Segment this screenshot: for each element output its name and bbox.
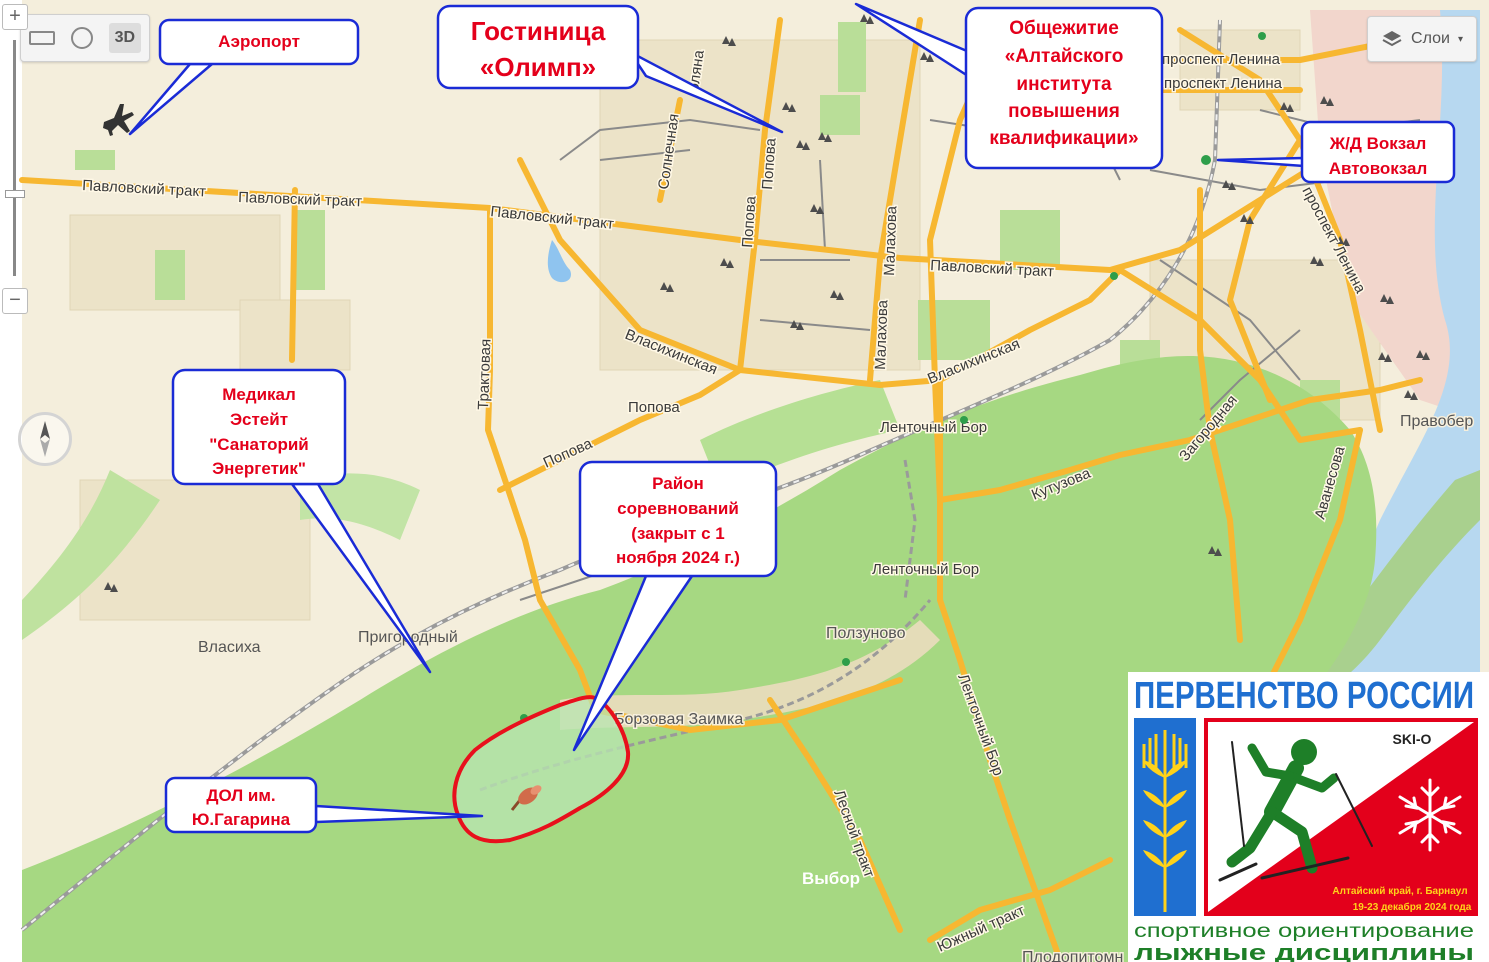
railway-station-icon (1201, 155, 1211, 165)
svg-text:Медикал: Медикал (222, 385, 296, 404)
road-label-popova: Попова (628, 399, 680, 416)
svg-text:Ж/Д Вокзал: Ж/Д Вокзал (1329, 134, 1427, 153)
svg-text:Автовокзал: Автовокзал (1329, 159, 1428, 178)
road-label-lentochny-bor: Ленточный Бор (872, 561, 979, 578)
road-label-malakhova: Малахова (881, 205, 900, 276)
place-label-borzovaya: Борзовая Заимка (614, 711, 743, 728)
road-label-lenina: проспект Ленина (1164, 75, 1283, 92)
map-toolbar: 3D (20, 14, 150, 62)
event-logo: ПЕРВЕНСТВО РОССИИ SKI-O (1128, 672, 1489, 962)
svg-text:института: института (1016, 74, 1112, 95)
logo-line-2: лыжные дисциплины (1134, 940, 1474, 962)
callout-medical[interactable]: Медикал Эстейт "Санаторий Энергетик" (171, 368, 347, 486)
svg-text:Гостиница: Гостиница (471, 16, 606, 46)
place-label-plodopitomnik: Плодопитомн (1022, 949, 1123, 962)
ruler-icon[interactable] (28, 31, 55, 45)
svg-text:Ю.Гагарина: Ю.Гагарина (192, 810, 291, 829)
svg-text:квалификации»: квалификации» (989, 128, 1138, 149)
city-parks (75, 22, 1340, 420)
callout-competition-area[interactable]: Район соревнований (закрыт с 1 ноября 20… (578, 460, 778, 578)
zoom-in-button[interactable]: + (2, 4, 28, 30)
svg-text:ДОЛ им.: ДОЛ им. (206, 786, 275, 805)
callout-camp[interactable]: ДОЛ им. Ю.Гагарина (164, 776, 318, 834)
3d-toggle-button[interactable]: 3D (108, 23, 142, 53)
zoom-control: + − (0, 0, 30, 318)
callout-station[interactable]: Ж/Д Вокзал Автовокзал (1300, 120, 1456, 184)
svg-text:Район: Район (652, 474, 704, 493)
snowflake-icon (1398, 778, 1462, 852)
compass-control[interactable] (18, 412, 72, 466)
road-label-popova: Попова (759, 137, 780, 190)
svg-text:"Санаторий: "Санаторий (209, 435, 309, 454)
svg-text:Эстейт: Эстейт (230, 410, 288, 429)
svg-text:«Алтайского: «Алтайского (1005, 46, 1124, 67)
road-label-malakhova: Малахова (872, 299, 891, 370)
airplane-icon (103, 104, 134, 136)
callout-airport[interactable]: Аэропорт (158, 18, 360, 66)
place-label-vlasikha: Власиха (198, 639, 261, 656)
logo-line-1: спортивное ориентирование (1134, 921, 1474, 942)
zoom-out-button[interactable]: − (2, 288, 28, 314)
layers-icon (1382, 31, 1402, 47)
station-icon (1110, 272, 1118, 280)
logo-title: ПЕРВЕНСТВО РОССИИ (1134, 675, 1474, 717)
svg-text:Аэропорт: Аэропорт (218, 32, 300, 51)
place-label-vybor: Выбор (802, 869, 860, 888)
clearing-borzovaya (560, 620, 940, 730)
svg-text:Энергетик": Энергетик" (212, 459, 306, 478)
logo-place: Алтайский край, г. Барнаул (1332, 886, 1467, 897)
tree-icons (104, 14, 1430, 592)
place-label-pravoberezhny: Правобер (1400, 413, 1473, 430)
zoom-slider-track[interactable] (13, 40, 16, 276)
logo-badge: SKI-O (1393, 731, 1432, 747)
layers-label: Слои (1411, 30, 1450, 47)
road-label-popova: Попова (739, 195, 760, 248)
river-island (1240, 470, 1480, 720)
svg-text:ноября 2024 г.): ноября 2024 г.) (616, 548, 740, 567)
city-center-area (1310, 10, 1480, 420)
major-roads (19, 17, 1423, 962)
station-icon (842, 658, 850, 666)
callout-dormitory[interactable]: Общежитие «Алтайского института повышени… (964, 6, 1164, 170)
callout-pointers (128, 2, 1306, 824)
skier-icon (1218, 739, 1373, 882)
place-label-polzunovo: Ползуново (826, 625, 906, 642)
svg-text:повышения: повышения (1008, 101, 1120, 122)
compass-needle-icon (40, 421, 50, 457)
road-label-traktovaya: Трактовая (475, 339, 494, 411)
camp-pushpin-icon (510, 785, 542, 811)
station-icon (960, 416, 968, 424)
callout-hotel[interactable]: Гостиница «Олимп» (436, 4, 640, 90)
svg-text:«Олимп»: «Олимп» (480, 52, 596, 82)
chevron-down-icon: ▾ (1457, 33, 1463, 45)
forest-patch-2 (22, 470, 160, 640)
left-frame (0, 0, 22, 962)
road-label-lenina: проспект Ленина (1162, 51, 1281, 68)
station-icon (1258, 32, 1266, 40)
pond (547, 240, 571, 283)
traffic-icon[interactable] (70, 27, 93, 49)
svg-text:соревнований: соревнований (617, 499, 739, 518)
svg-text:(закрыт с 1: (закрыт с 1 (631, 524, 724, 543)
svg-text:Общежитие: Общежитие (1009, 18, 1119, 39)
forest-patch-3 (300, 473, 420, 540)
logo-dates: 19-23 декабря 2024 года (1353, 901, 1472, 913)
wheat-icon (1142, 730, 1188, 912)
zoom-slider-handle[interactable] (5, 190, 25, 198)
layers-button[interactable]: Слои ▾ (1367, 16, 1477, 62)
road-label-lentochny-bor: Ленточный Бор (880, 419, 987, 436)
